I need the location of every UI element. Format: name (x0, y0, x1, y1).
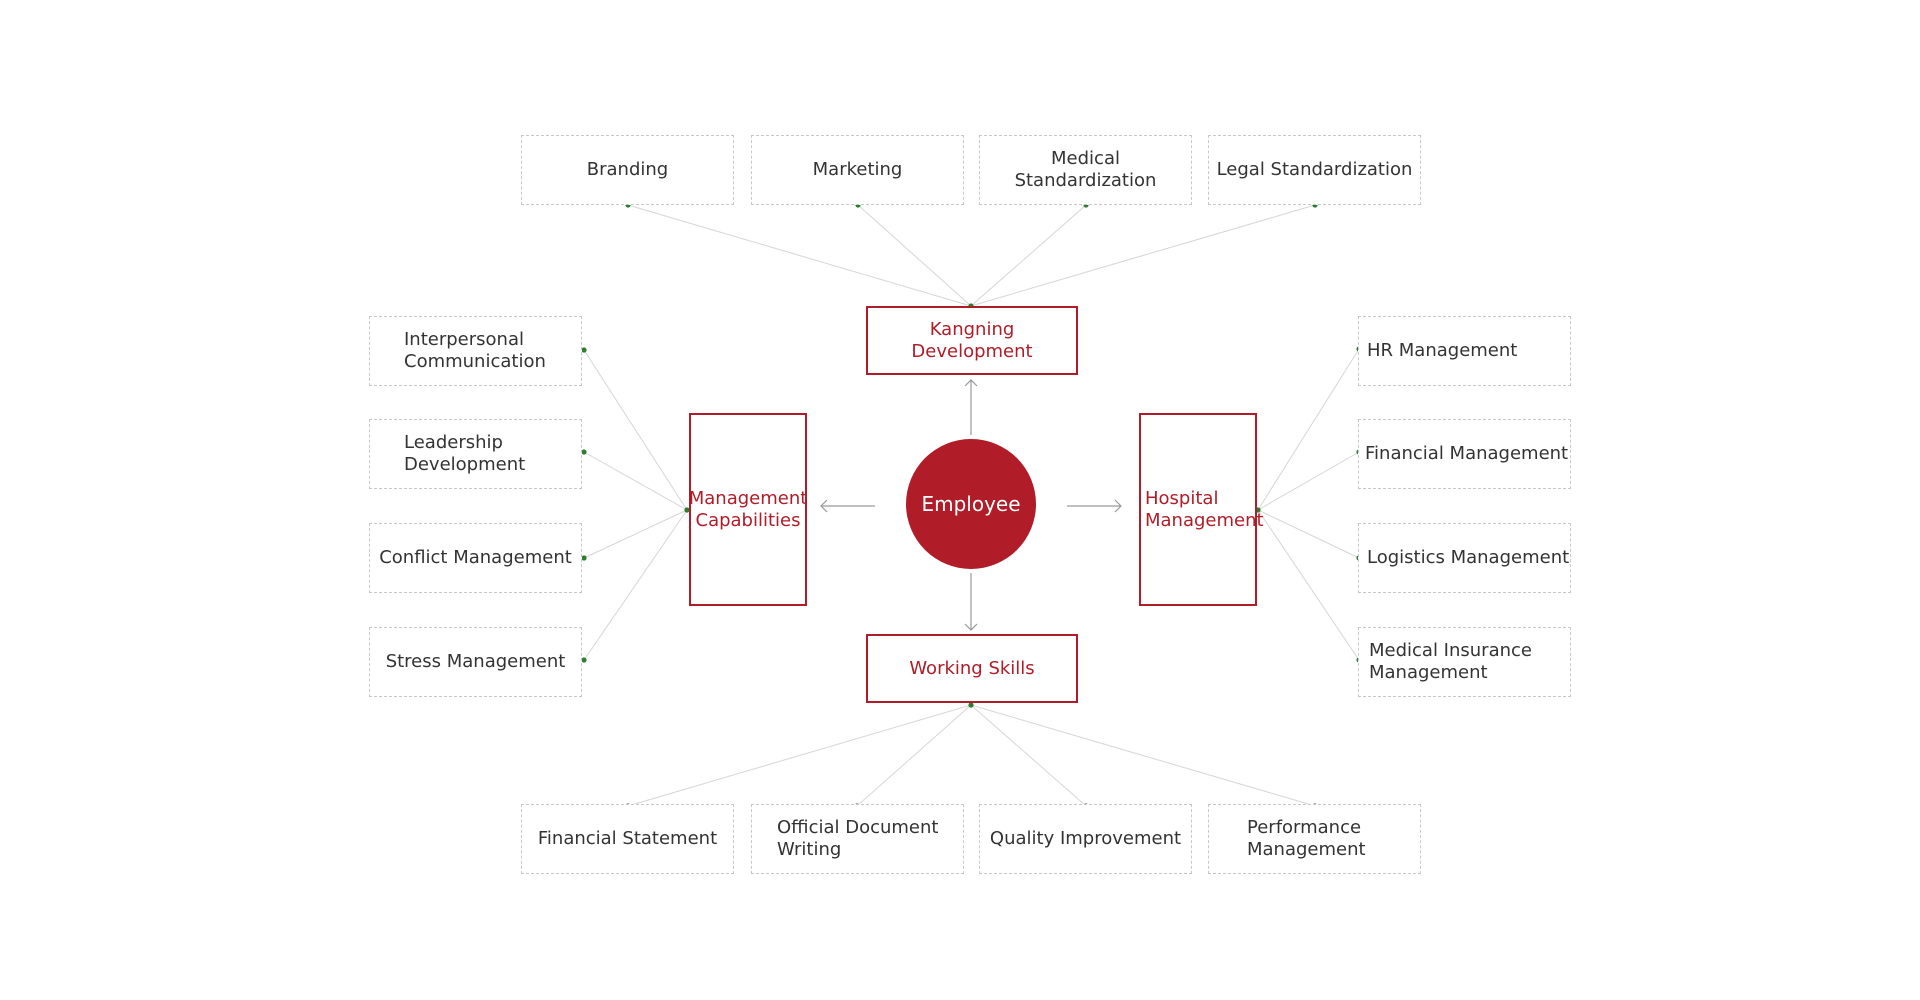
connector-left-1 (583, 451, 688, 511)
connector-bottom-2 (970, 704, 1087, 807)
leaf-quality-improvement: Quality Improvement (979, 804, 1192, 874)
connector-dot-left-2 (581, 555, 587, 561)
leaf-hr-management: HR Management (1358, 316, 1571, 386)
connector-bottom-0 (627, 704, 972, 807)
leaf-interpersonal-communication: Interpersonal Communication (369, 316, 582, 386)
connector-top-0 (627, 204, 972, 307)
arrow-head-down (964, 623, 978, 631)
connector-top-1 (857, 204, 972, 307)
connector-bottom-3 (970, 704, 1316, 807)
category-kangning-development: Kangning Development (866, 306, 1078, 375)
arrow-head-right (1114, 499, 1122, 513)
leaf-conflict-management: Conflict Management (369, 523, 582, 593)
leaf-leadership-development: Leadership Development (369, 419, 582, 489)
connector-top-2 (970, 204, 1087, 307)
connector-right-3 (1257, 509, 1360, 661)
connector-dot-left-1 (581, 449, 587, 455)
category-management-capabilities: Management Capabilities (689, 413, 807, 606)
arrow-head-left (820, 499, 828, 513)
leaf-medical-standardization: Medical Standardization (979, 135, 1192, 205)
connector-dot-left-0 (581, 347, 587, 353)
leaf-financial-management: Financial Management (1358, 419, 1571, 489)
connector-hub-left (684, 507, 690, 513)
connector-right-0 (1257, 348, 1360, 511)
connector-left-3 (583, 509, 688, 661)
connector-hub-bottom (968, 702, 974, 708)
leaf-medical-insurance-management: Medical Insurance Management (1358, 627, 1571, 697)
leaf-performance-management: Performance Management (1208, 804, 1421, 874)
leaf-official-document-writing: Official Document Writing (751, 804, 964, 874)
leaf-legal-standardization: Legal Standardization (1208, 135, 1421, 205)
leaf-marketing: Marketing (751, 135, 964, 205)
employee-node: Employee (906, 439, 1036, 569)
connector-top-3 (970, 204, 1316, 307)
connector-right-2 (1257, 509, 1360, 559)
category-working-skills: Working Skills (866, 634, 1078, 703)
connector-left-0 (583, 349, 688, 511)
category-hospital-management: Hospital Management (1139, 413, 1264, 606)
leaf-financial-statement: Financial Statement (521, 804, 734, 874)
connector-bottom-1 (856, 704, 972, 807)
leaf-branding: Branding (521, 135, 734, 205)
connector-dot-left-3 (581, 657, 587, 663)
leaf-logistics-management: Logistics Management (1358, 523, 1571, 593)
arrow-head-up (964, 379, 978, 387)
connector-right-1 (1257, 451, 1360, 511)
connector-left-2 (583, 509, 688, 559)
leaf-stress-management: Stress Management (369, 627, 582, 697)
